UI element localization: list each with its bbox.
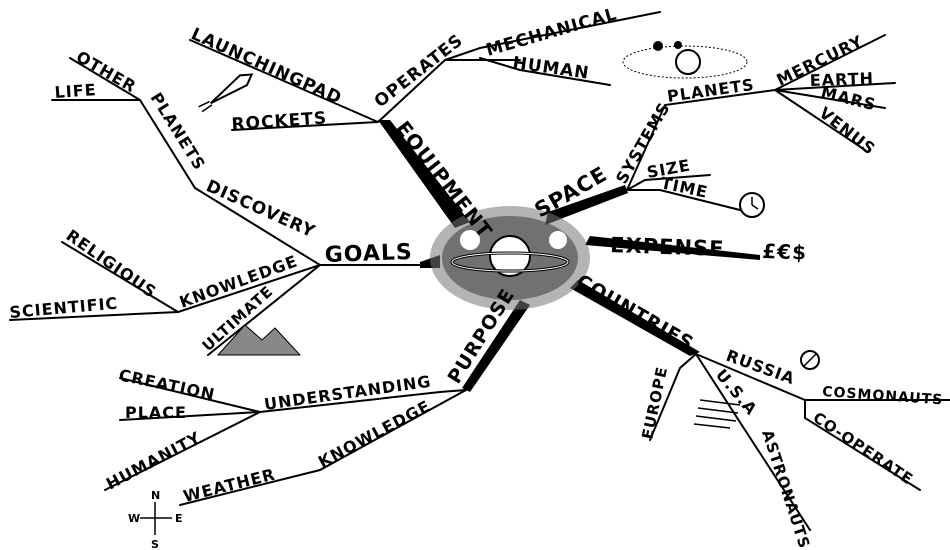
branch-expense [585,236,760,260]
label-human: HUMAN [511,53,590,84]
label-knowledge-goals: KNOWLEDGE [177,251,301,311]
label-astronauts: ASTRONAUTS [758,428,813,550]
label-weather: WEATHER [181,465,277,506]
group-countries: COUNTRIES RUSSIA COSMONAUTS CO-OPERATE U… [573,270,950,550]
group-expense: EXPENSE £€$ [610,233,808,265]
clock-icon [739,192,765,218]
hammer-sickle-icon [800,350,820,370]
label-planets-space: PLANETS [666,75,756,106]
compass-e: E [175,512,184,525]
branch-purpose [462,300,530,392]
label-launchingpad: LAUNCHINGPAD [188,24,345,109]
group-purpose: PURPOSE UNDERSTANDING CREATION PLACE HUM… [103,285,519,506]
label-cooperate: CO-OPERATE [810,408,917,488]
group-goals: GOALS DISCOVERY PLANETS OTHER LIFE KNOWL… [9,47,426,356]
label-knowledge-purpose: KNOWLEDGE [315,396,434,471]
compass-n: N [151,489,161,502]
label-humanity: HUMANITY [103,428,204,494]
currency-symbols: £€$ [762,239,808,265]
mountain-icon [216,324,302,356]
branch-countries [570,280,700,356]
label-goals: GOALS [324,240,413,268]
label-cosmonauts: COSMONAUTS [822,384,944,408]
flag-icon [693,399,741,429]
label-discovery: DISCOVERY [203,176,318,242]
label-countries: COUNTRIES [573,270,698,355]
label-equipment: EQUIPMENT [391,116,497,243]
label-religious: RELIGIOUS [63,226,160,302]
compass-w: W [128,512,141,525]
label-rockets: ROCKETS [231,108,328,135]
branch-equipment [378,120,470,228]
label-earth: EARTH [809,69,874,90]
group-space: SPACE SYSTEMS PLANETS MERCURY EARTH MARS… [531,31,896,222]
branch-space [545,185,628,225]
label-time: TIME [659,173,710,202]
compass-s: S [151,538,160,550]
rocket-icon [198,73,254,113]
label-place: PLACE [125,403,187,422]
label-mechanical: MECHANICAL [484,4,620,61]
label-life: LIFE [54,80,97,102]
label-expense: EXPENSE [610,233,725,261]
center-image [430,206,590,310]
label-creation: CREATION [117,365,217,404]
solar-system-icon [622,41,748,79]
compass-rose: N S E W [128,489,184,550]
label-operates: OPERATES [371,30,468,112]
